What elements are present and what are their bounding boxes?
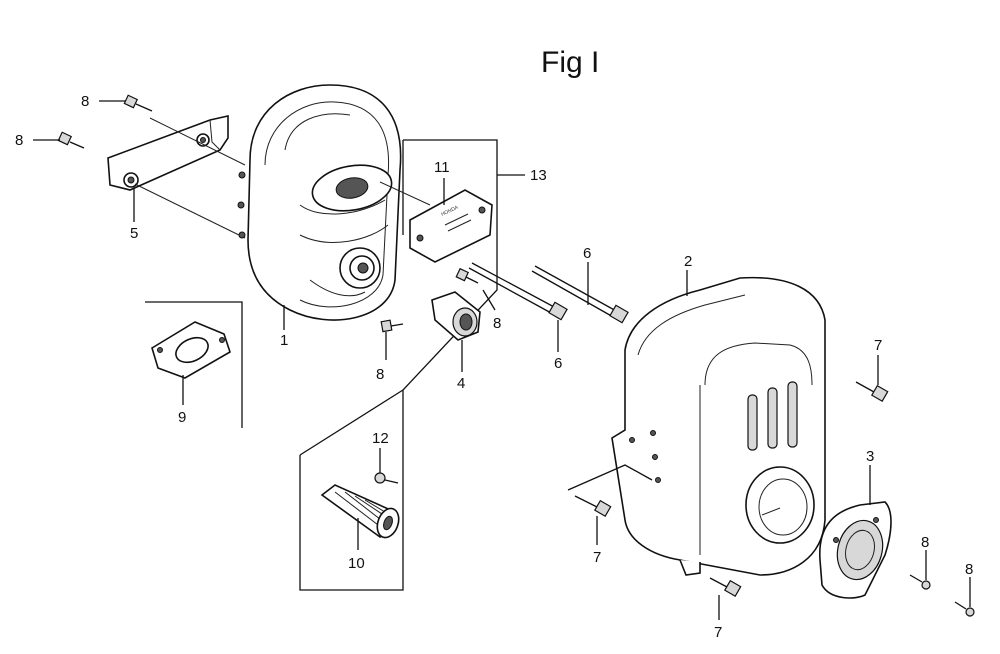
- callout-6-lower: 6: [554, 355, 562, 372]
- deflector-part: [819, 501, 892, 599]
- group-box-13: [299, 139, 525, 591]
- callout-10: 10: [348, 555, 365, 572]
- muffler-part: [237, 84, 402, 321]
- joint-part: [431, 291, 481, 341]
- gasket-part: [151, 321, 231, 379]
- bolt-7-right: [855, 381, 889, 403]
- bolt-8-left: [57, 131, 85, 149]
- bolt-8-middle: [455, 267, 479, 284]
- callout-8-right-a: 8: [921, 534, 929, 551]
- callout-12: 12: [372, 430, 389, 447]
- callout-9: 9: [178, 409, 186, 426]
- plate-part: HONDA: [379, 181, 493, 263]
- screw-part: [374, 472, 399, 484]
- screw-8-right-a: [909, 574, 931, 590]
- callout-8-upper: 8: [81, 93, 89, 110]
- bolt-8-upper: [123, 94, 153, 112]
- callout-3: 3: [866, 448, 874, 465]
- callout-1: 1: [280, 332, 288, 349]
- callout-8-lower-left: 8: [376, 366, 384, 383]
- screw-8-right-b: [954, 601, 975, 617]
- protector-part: [611, 276, 826, 576]
- gasket-box-9: [145, 301, 243, 428]
- callout-7-left: 7: [593, 549, 601, 566]
- bolt-7-left: [567, 464, 653, 518]
- bolt-8-lower-left: [380, 319, 404, 333]
- leader-lines: [33, 100, 971, 620]
- callout-7-right: 7: [874, 337, 882, 354]
- callout-8-left: 8: [15, 132, 23, 149]
- callout-8-middle: 8: [493, 315, 501, 332]
- stud-bolt-6-upper: [531, 265, 629, 324]
- callout-13: 13: [530, 167, 547, 184]
- callout-2: 2: [684, 253, 692, 270]
- figure-title: Fig I: [541, 46, 599, 79]
- stud-bolt-6-lower: [468, 262, 568, 321]
- callout-11: 11: [434, 159, 450, 176]
- bolt-7-bottom: [709, 577, 742, 598]
- bracket-part: [107, 115, 246, 239]
- callout-7-bottom: 7: [714, 624, 722, 641]
- callout-5: 5: [130, 225, 138, 242]
- callout-4: 4: [457, 375, 465, 392]
- callout-6-upper: 6: [583, 245, 591, 262]
- callout-8-right-b: 8: [965, 561, 973, 578]
- spark-arrester-part: [320, 484, 400, 539]
